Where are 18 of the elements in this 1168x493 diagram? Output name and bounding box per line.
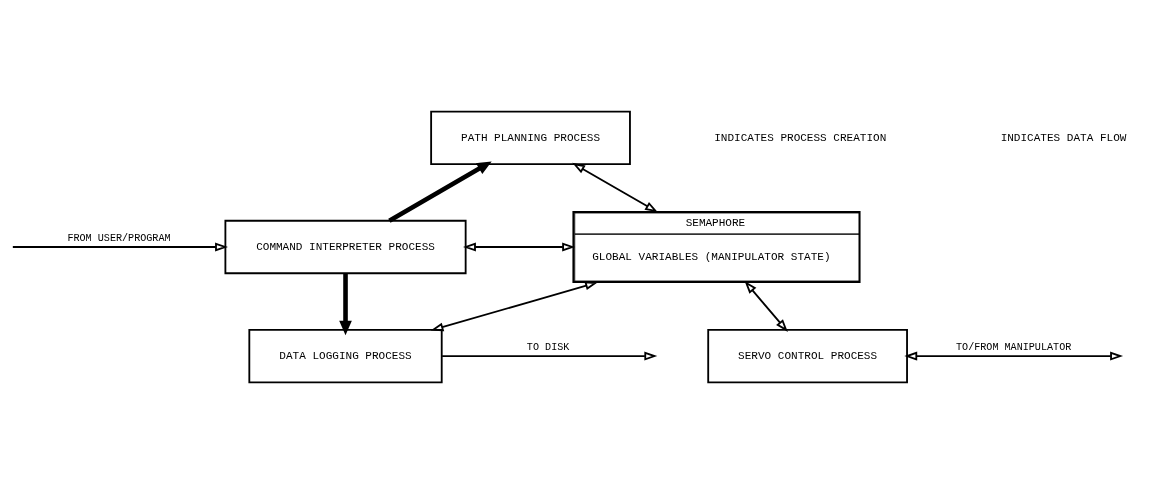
arrow xyxy=(572,162,658,212)
node-box: SERVO CONTROL PROCESS xyxy=(707,328,908,383)
legend-label: INDICATES PROCESS CREATION xyxy=(714,131,887,144)
node-box: PATH PLANNING PROCESS xyxy=(430,110,631,165)
legend-label: INDICATES DATA FLOW xyxy=(1000,131,1127,144)
edge-label: TO/FROM MANIPULATOR xyxy=(956,341,1072,353)
edge-label: FROM USER/PROGRAM xyxy=(67,232,171,244)
arrow xyxy=(339,272,352,335)
arrow xyxy=(430,280,598,331)
arrow xyxy=(904,351,1124,361)
edge-label: TO DISK xyxy=(526,341,570,353)
arrow xyxy=(11,242,228,251)
arrow xyxy=(463,242,576,251)
node-box: COMMAND INTERPRETER PROCESS xyxy=(224,219,467,274)
arrow xyxy=(388,160,492,223)
arrow xyxy=(744,280,788,332)
arrow xyxy=(441,351,658,361)
node-box: DATA LOGGING PROCESS xyxy=(248,328,443,383)
